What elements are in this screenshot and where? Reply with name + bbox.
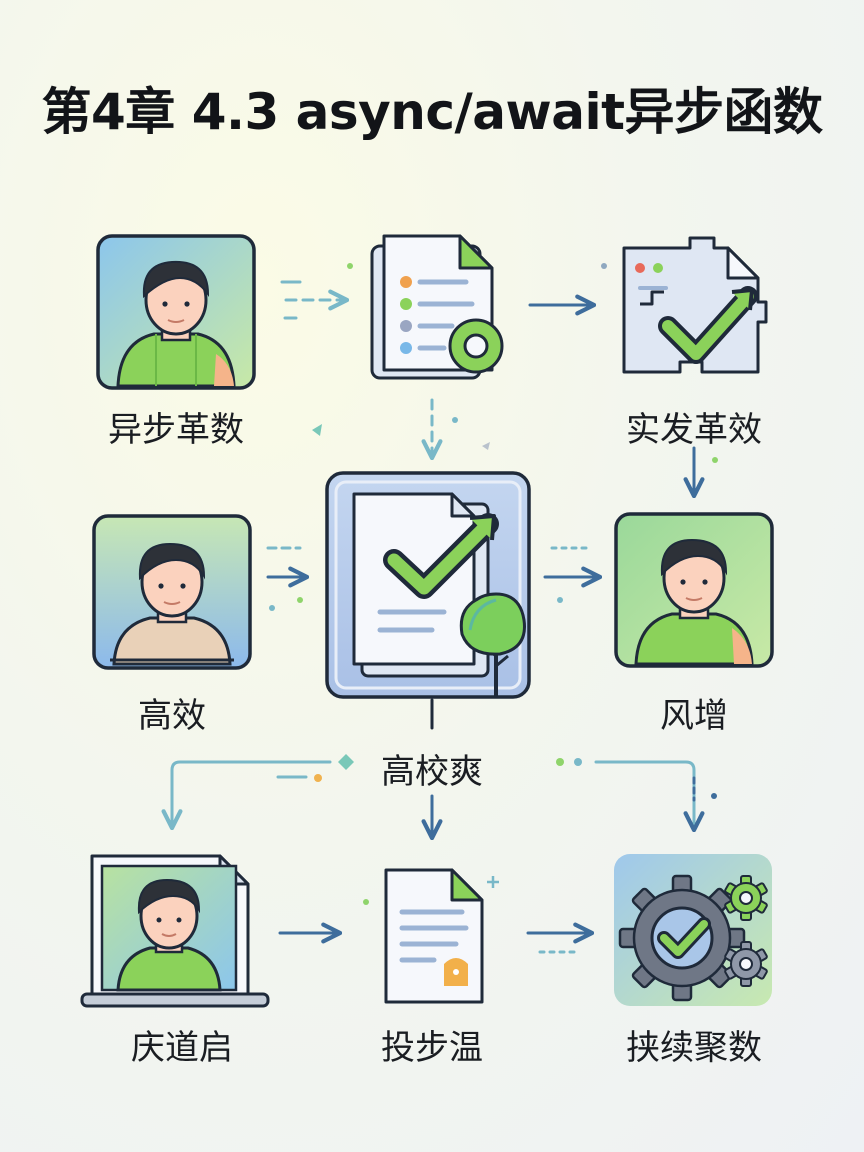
arrow-n5-n7 [161,760,332,831]
node-n7 [80,852,270,1010]
document-check-tree-icon [325,471,531,699]
node-n9 [612,852,774,1008]
user-avatar-icon [614,512,774,668]
code-check-icon [622,236,768,374]
node-n8-label: 投步温 [381,1028,483,1068]
node-n9-label: 挟续聚数 [626,1028,762,1068]
node-n5-label: 高校爽 [381,752,483,792]
arrow-n5-n9 [594,760,705,833]
node-n1 [96,234,256,390]
node-n8 [382,866,486,1006]
node-n3-label: 实发革效 [626,410,762,450]
user-avatar-icon [96,234,256,390]
page-title: 第4章 4.3 async/await异步函数 [41,83,823,141]
document-list-icon [370,234,504,380]
node-n3 [618,232,768,378]
node-n6-label: 风增 [660,696,728,736]
node-n4 [92,514,252,670]
node-n1-label: 异步革数 [108,410,244,450]
document-lock-icon [384,868,484,1004]
node-n2 [368,232,508,382]
laptop-user-icon [80,854,270,1008]
node-n5 [324,470,532,700]
node-n7-label: 庆道启 [131,1028,233,1068]
node-n6 [614,512,774,668]
user-avatar-icon [92,514,252,670]
node-n4-label: 高效 [138,696,206,736]
gear-check-icon [614,854,772,1006]
